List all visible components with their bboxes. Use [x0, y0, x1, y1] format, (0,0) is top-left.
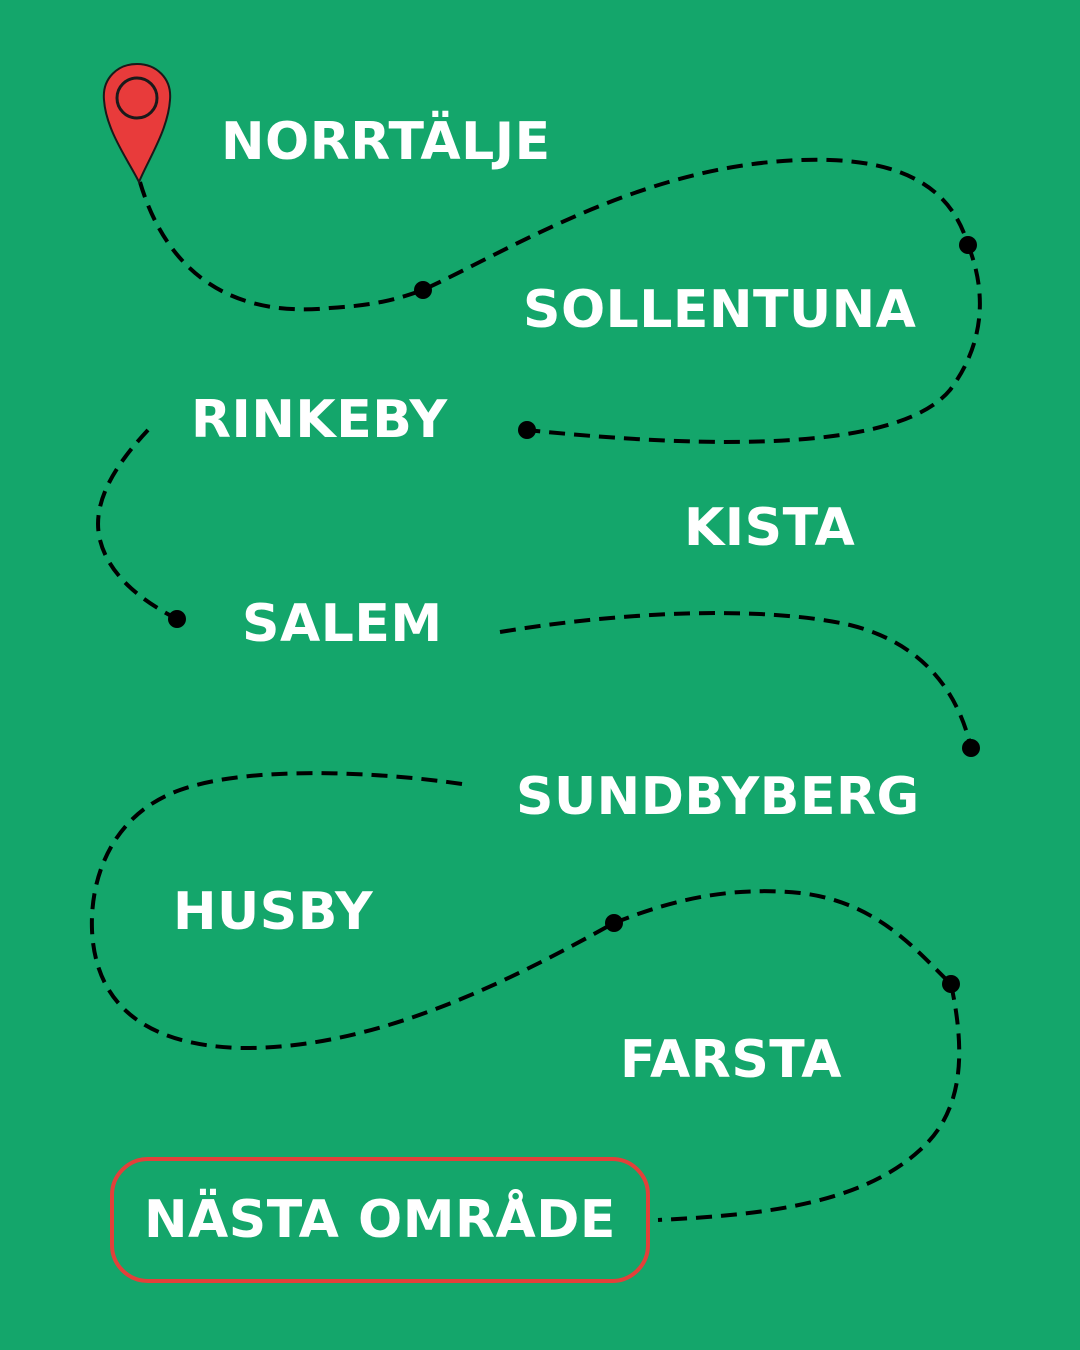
stop-dot	[414, 281, 432, 299]
dashed-route-path	[89, 157, 982, 1222]
stop-dot	[959, 236, 977, 254]
place-sollentuna: SOLLENTUNA	[523, 280, 917, 340]
place-farsta: FARSTA	[620, 1030, 842, 1090]
stop-dot	[962, 739, 980, 757]
stop-dot	[942, 975, 960, 993]
next-area-button[interactable]: NÄSTA OMRÅDE	[110, 1157, 650, 1283]
route-segment-7	[657, 983, 962, 1222]
pin-body	[102, 62, 172, 185]
place-kista: KISTA	[684, 498, 856, 558]
next-area-label: NÄSTA OMRÅDE	[144, 1190, 616, 1250]
stop-dot	[605, 914, 623, 932]
place-rinkeby: RINKEBY	[191, 390, 448, 450]
stop-dot	[518, 421, 536, 439]
route-segment-4	[499, 611, 973, 749]
map-pin-icon	[102, 62, 172, 185]
route-stops	[168, 236, 980, 993]
pin-hole	[115, 76, 159, 120]
route-segment-5	[89, 771, 615, 1051]
place-sundbyberg: SUNDBYBERG	[516, 767, 920, 827]
place-husby: HUSBY	[173, 882, 374, 942]
place-norrtalje: NORRTÄLJE	[221, 112, 551, 172]
route-segment-3	[96, 428, 178, 621]
route-segment-1	[138, 157, 970, 312]
stop-dot	[168, 610, 186, 628]
place-salem: SALEM	[242, 594, 443, 654]
route-segment-6	[613, 889, 953, 986]
